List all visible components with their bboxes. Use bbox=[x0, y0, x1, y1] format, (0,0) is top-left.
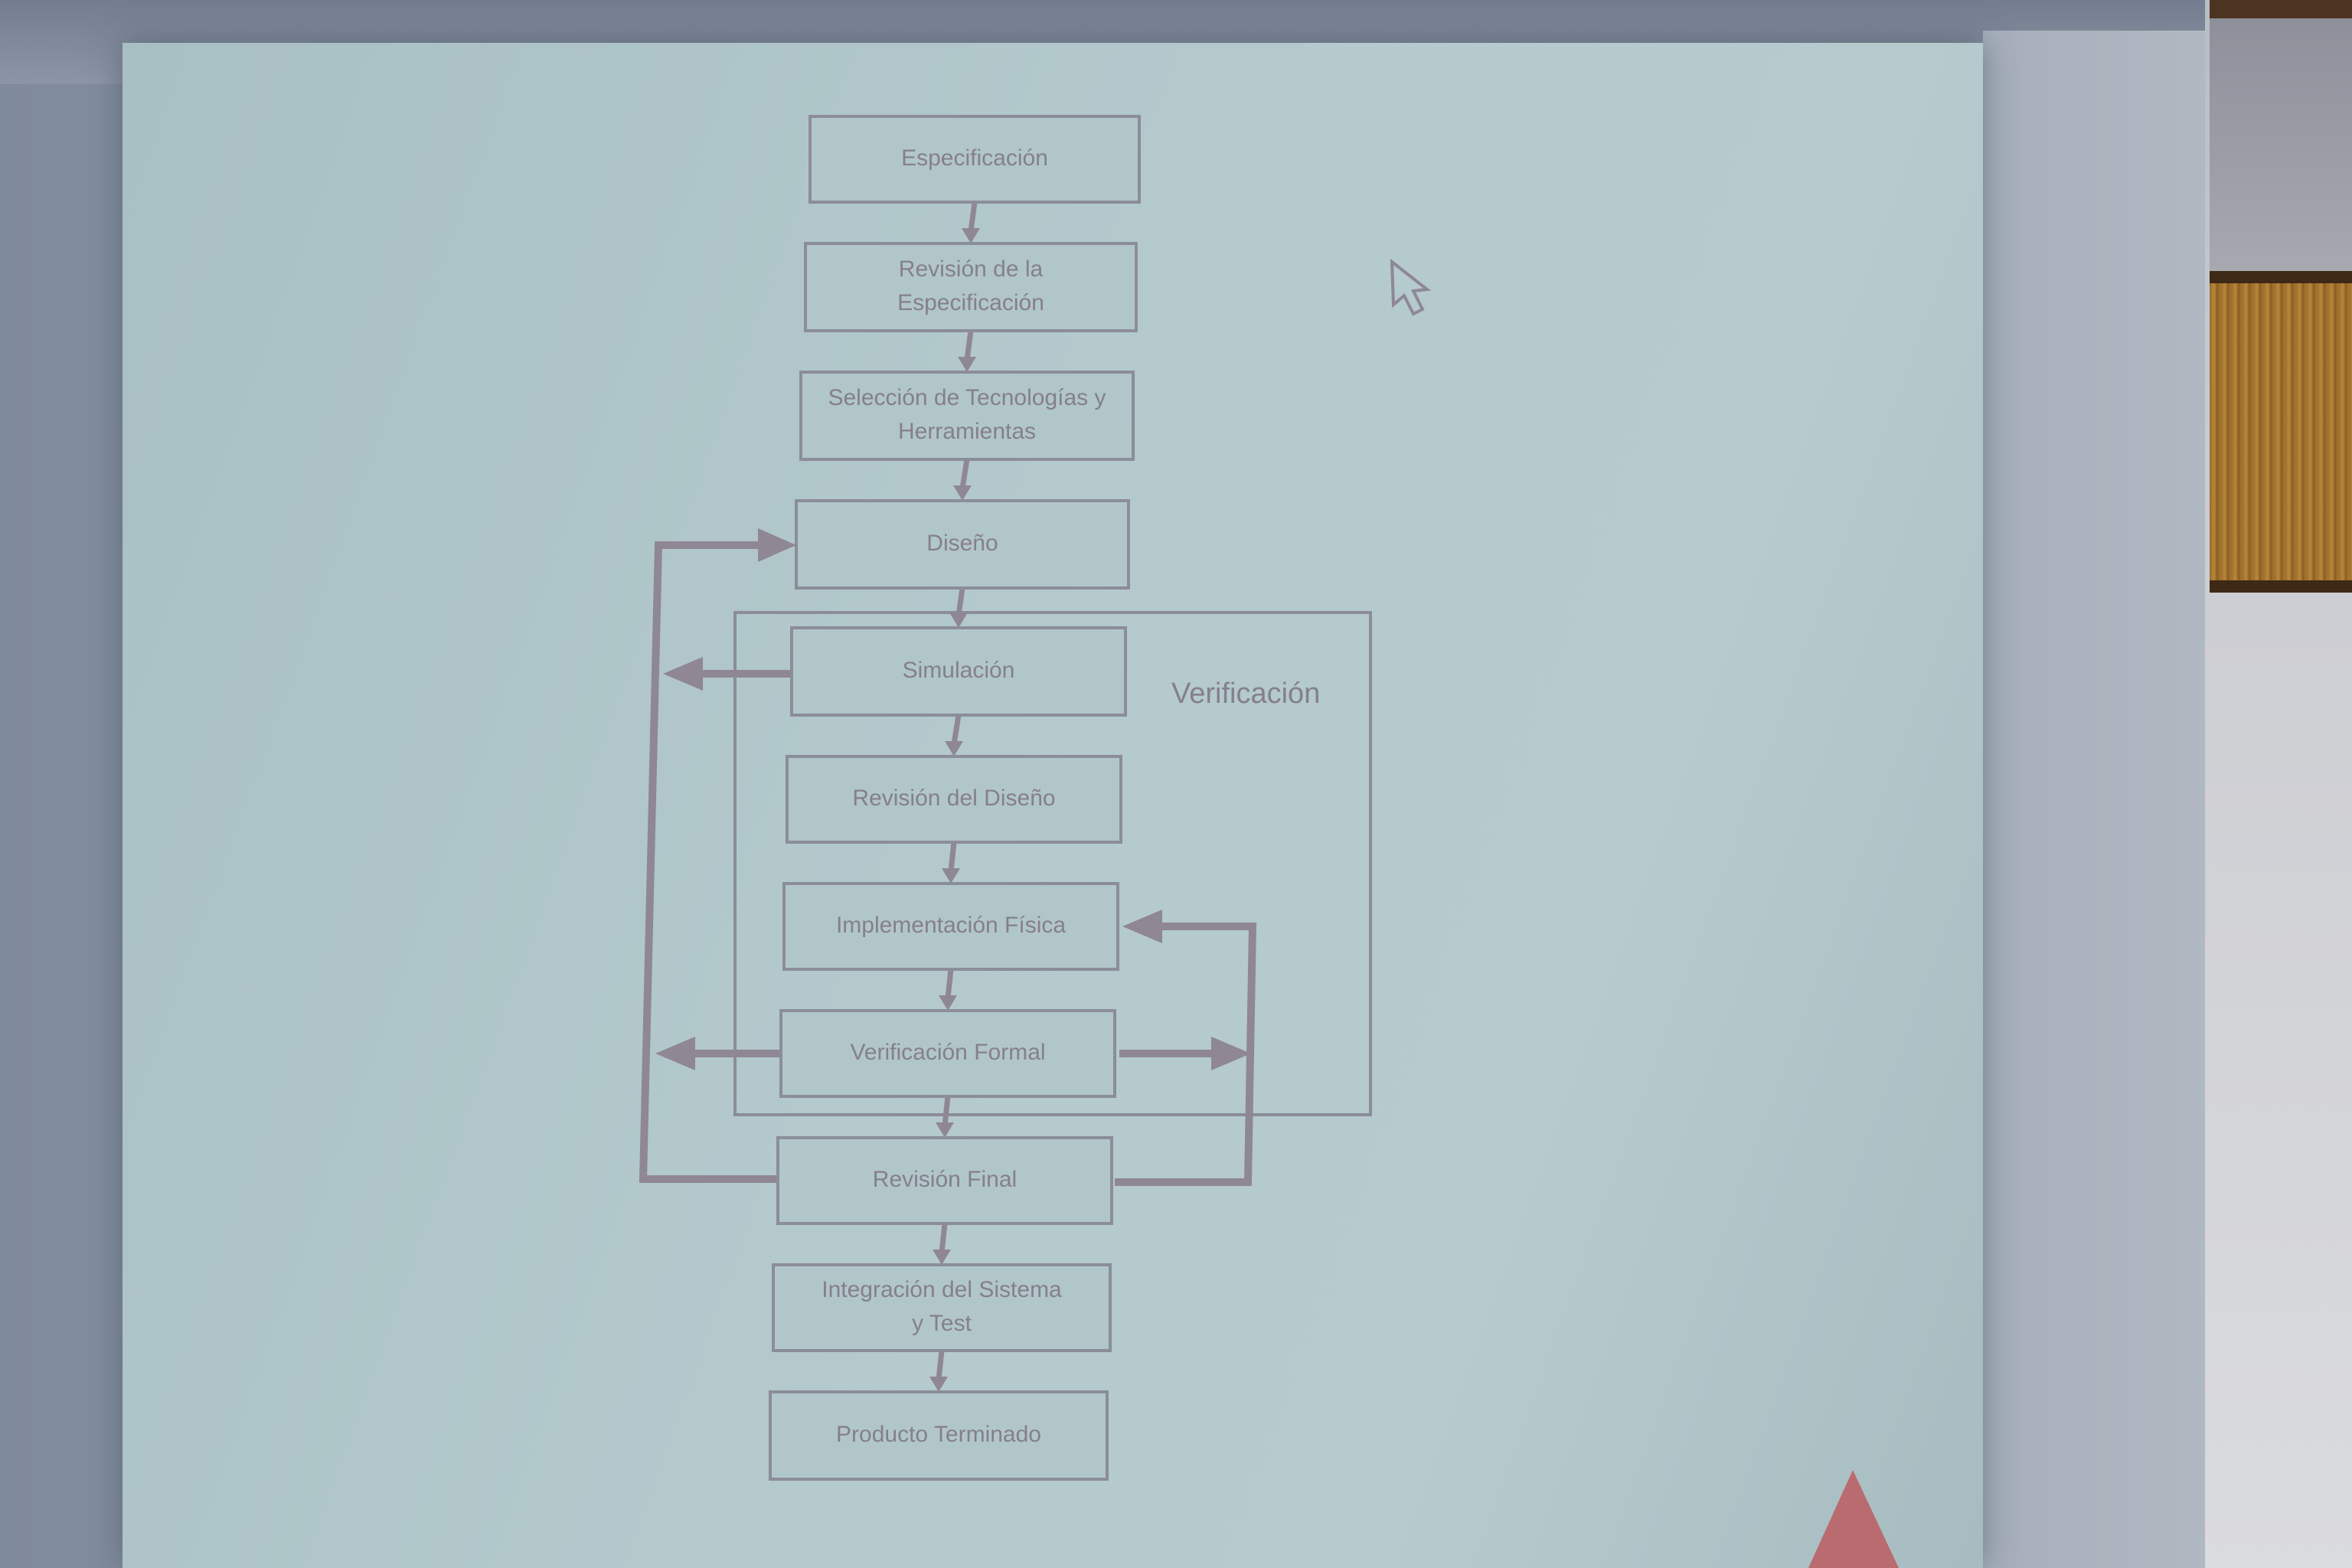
arrow-head bbox=[958, 357, 976, 372]
box-simulacion: Simulación bbox=[790, 626, 1127, 717]
box-revision-diseno: Revisión del Diseño bbox=[786, 755, 1122, 844]
box-rect bbox=[779, 1009, 1116, 1098]
arrow-head bbox=[1211, 1037, 1251, 1070]
connector-line bbox=[939, 1223, 948, 1253]
feedback-line-left bbox=[639, 541, 779, 1183]
connector-line bbox=[956, 587, 965, 616]
connector-line bbox=[968, 201, 978, 232]
arrow-head bbox=[655, 1037, 695, 1070]
verification-group-label: Verificación bbox=[1171, 678, 1320, 710]
box-rect bbox=[769, 1390, 1109, 1481]
box-label: y Test bbox=[912, 1311, 972, 1336]
box-integracion-sistema: Integración del Sistema y Test bbox=[772, 1263, 1112, 1352]
feedback-connectors bbox=[639, 528, 1257, 1186]
logo-mark bbox=[1808, 1470, 1899, 1568]
box-label: Revisión del Diseño bbox=[852, 786, 1055, 811]
arrow-head bbox=[936, 1122, 954, 1138]
box-label: Especificación bbox=[901, 145, 1048, 171]
window-blind bbox=[2210, 271, 2352, 593]
verification-group-frame bbox=[733, 611, 1372, 1116]
box-rect bbox=[790, 626, 1127, 717]
arrow-head bbox=[929, 1377, 948, 1392]
box-revision-especificacion: Revisión de la Especificación bbox=[804, 242, 1138, 332]
box-producto-terminado: Producto Terminado bbox=[769, 1390, 1109, 1481]
vertical-connectors bbox=[929, 201, 980, 1392]
box-label: Simulación bbox=[903, 658, 1015, 683]
box-implementacion-fisica: Implementación Física bbox=[782, 882, 1119, 971]
connector-line bbox=[936, 1350, 945, 1380]
box-verificacion-formal: Verificación Formal bbox=[779, 1009, 1116, 1098]
box-rect bbox=[782, 882, 1119, 971]
box-seleccion-tecnologias: Selección de Tecnologías y Herramientas bbox=[799, 371, 1135, 461]
box-label: Verificación Formal bbox=[850, 1040, 1045, 1065]
arrow-head bbox=[962, 228, 980, 243]
connector-line bbox=[951, 714, 962, 745]
connector-line bbox=[959, 459, 970, 489]
box-label: Selección de Tecnologías y bbox=[828, 385, 1106, 410]
arrow-head bbox=[758, 528, 796, 562]
screen-border bbox=[1983, 31, 2213, 1568]
arrow-head bbox=[663, 657, 703, 691]
connector-line bbox=[964, 330, 974, 361]
box-rect bbox=[795, 499, 1130, 590]
arrow-head bbox=[939, 995, 957, 1011]
window-pane bbox=[2210, 18, 2352, 271]
connector-line bbox=[948, 841, 957, 872]
box-label: Herramientas bbox=[898, 419, 1036, 444]
box-diseno: Diseño bbox=[795, 499, 1130, 590]
box-revision-final: Revisión Final bbox=[776, 1136, 1113, 1225]
box-rect bbox=[804, 242, 1138, 332]
box-label: Especificación bbox=[897, 290, 1044, 315]
arrow-head bbox=[953, 485, 972, 501]
box-label: Revisión de la bbox=[899, 256, 1044, 282]
window-frame bbox=[2210, 0, 2352, 18]
arrow-head bbox=[945, 741, 963, 756]
box-label: Implementación Física bbox=[836, 913, 1066, 938]
box-rect bbox=[808, 115, 1141, 204]
box-label: Producto Terminado bbox=[836, 1422, 1041, 1447]
arrow-head bbox=[942, 868, 960, 884]
box-label: Integración del Sistema bbox=[822, 1277, 1062, 1302]
connector-line bbox=[942, 1096, 951, 1126]
box-rect bbox=[772, 1263, 1112, 1352]
feedback-line-right bbox=[1115, 923, 1257, 1186]
arrow-head bbox=[933, 1250, 951, 1265]
box-label: Diseño bbox=[926, 531, 998, 556]
box-rect bbox=[799, 371, 1135, 461]
arrow-head bbox=[1122, 910, 1162, 943]
box-especificacion: Especificación bbox=[808, 115, 1141, 204]
arrow-head bbox=[949, 612, 968, 628]
cursor-icon bbox=[1390, 258, 1432, 316]
box-rect bbox=[776, 1136, 1113, 1225]
box-rect bbox=[786, 755, 1122, 844]
connector-line bbox=[945, 969, 954, 999]
box-label: Revisión Final bbox=[873, 1167, 1017, 1192]
